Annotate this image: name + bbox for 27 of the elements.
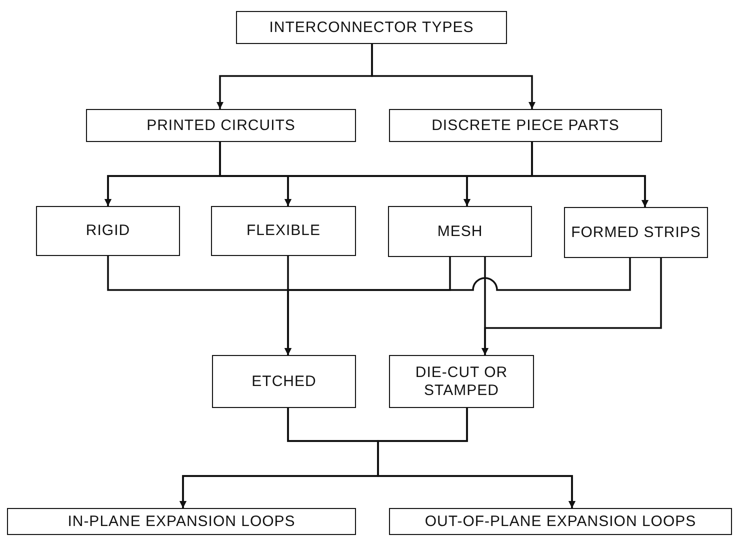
node-label: OUT-OF-PLANE EXPANSION LOOPS <box>424 512 696 530</box>
process-box <box>389 355 534 408</box>
process-box <box>564 207 708 258</box>
process-box <box>389 508 732 535</box>
process-box <box>7 508 356 535</box>
process-box <box>236 11 507 44</box>
node-label: FLEXIBLE <box>246 222 321 240</box>
process-box <box>212 355 356 408</box>
process-box <box>211 206 356 256</box>
node-label: DIE-CUT OR STAMPED <box>414 364 509 400</box>
process-box <box>86 109 356 142</box>
node-label: RIGID <box>86 222 130 240</box>
node-label: INTERCONNECTOR TYPES <box>269 18 474 36</box>
arrow <box>531 142 648 207</box>
arrow <box>377 408 576 508</box>
process-box <box>36 206 180 256</box>
node-label: MESH <box>437 222 483 240</box>
arrow <box>371 44 536 109</box>
arrow <box>482 258 662 355</box>
node-label: DISCRETE PIECE PARTS <box>432 116 620 134</box>
process-box <box>388 206 532 257</box>
node-label: IN-PLANE EXPANSION LOOPS <box>68 512 296 530</box>
arrow <box>284 258 631 355</box>
node-label: ETCHED <box>252 372 316 390</box>
node-label: PRINTED CIRCUITS <box>146 116 296 134</box>
process-box <box>389 109 662 142</box>
node-label: FORMED STRIPS <box>571 224 701 242</box>
